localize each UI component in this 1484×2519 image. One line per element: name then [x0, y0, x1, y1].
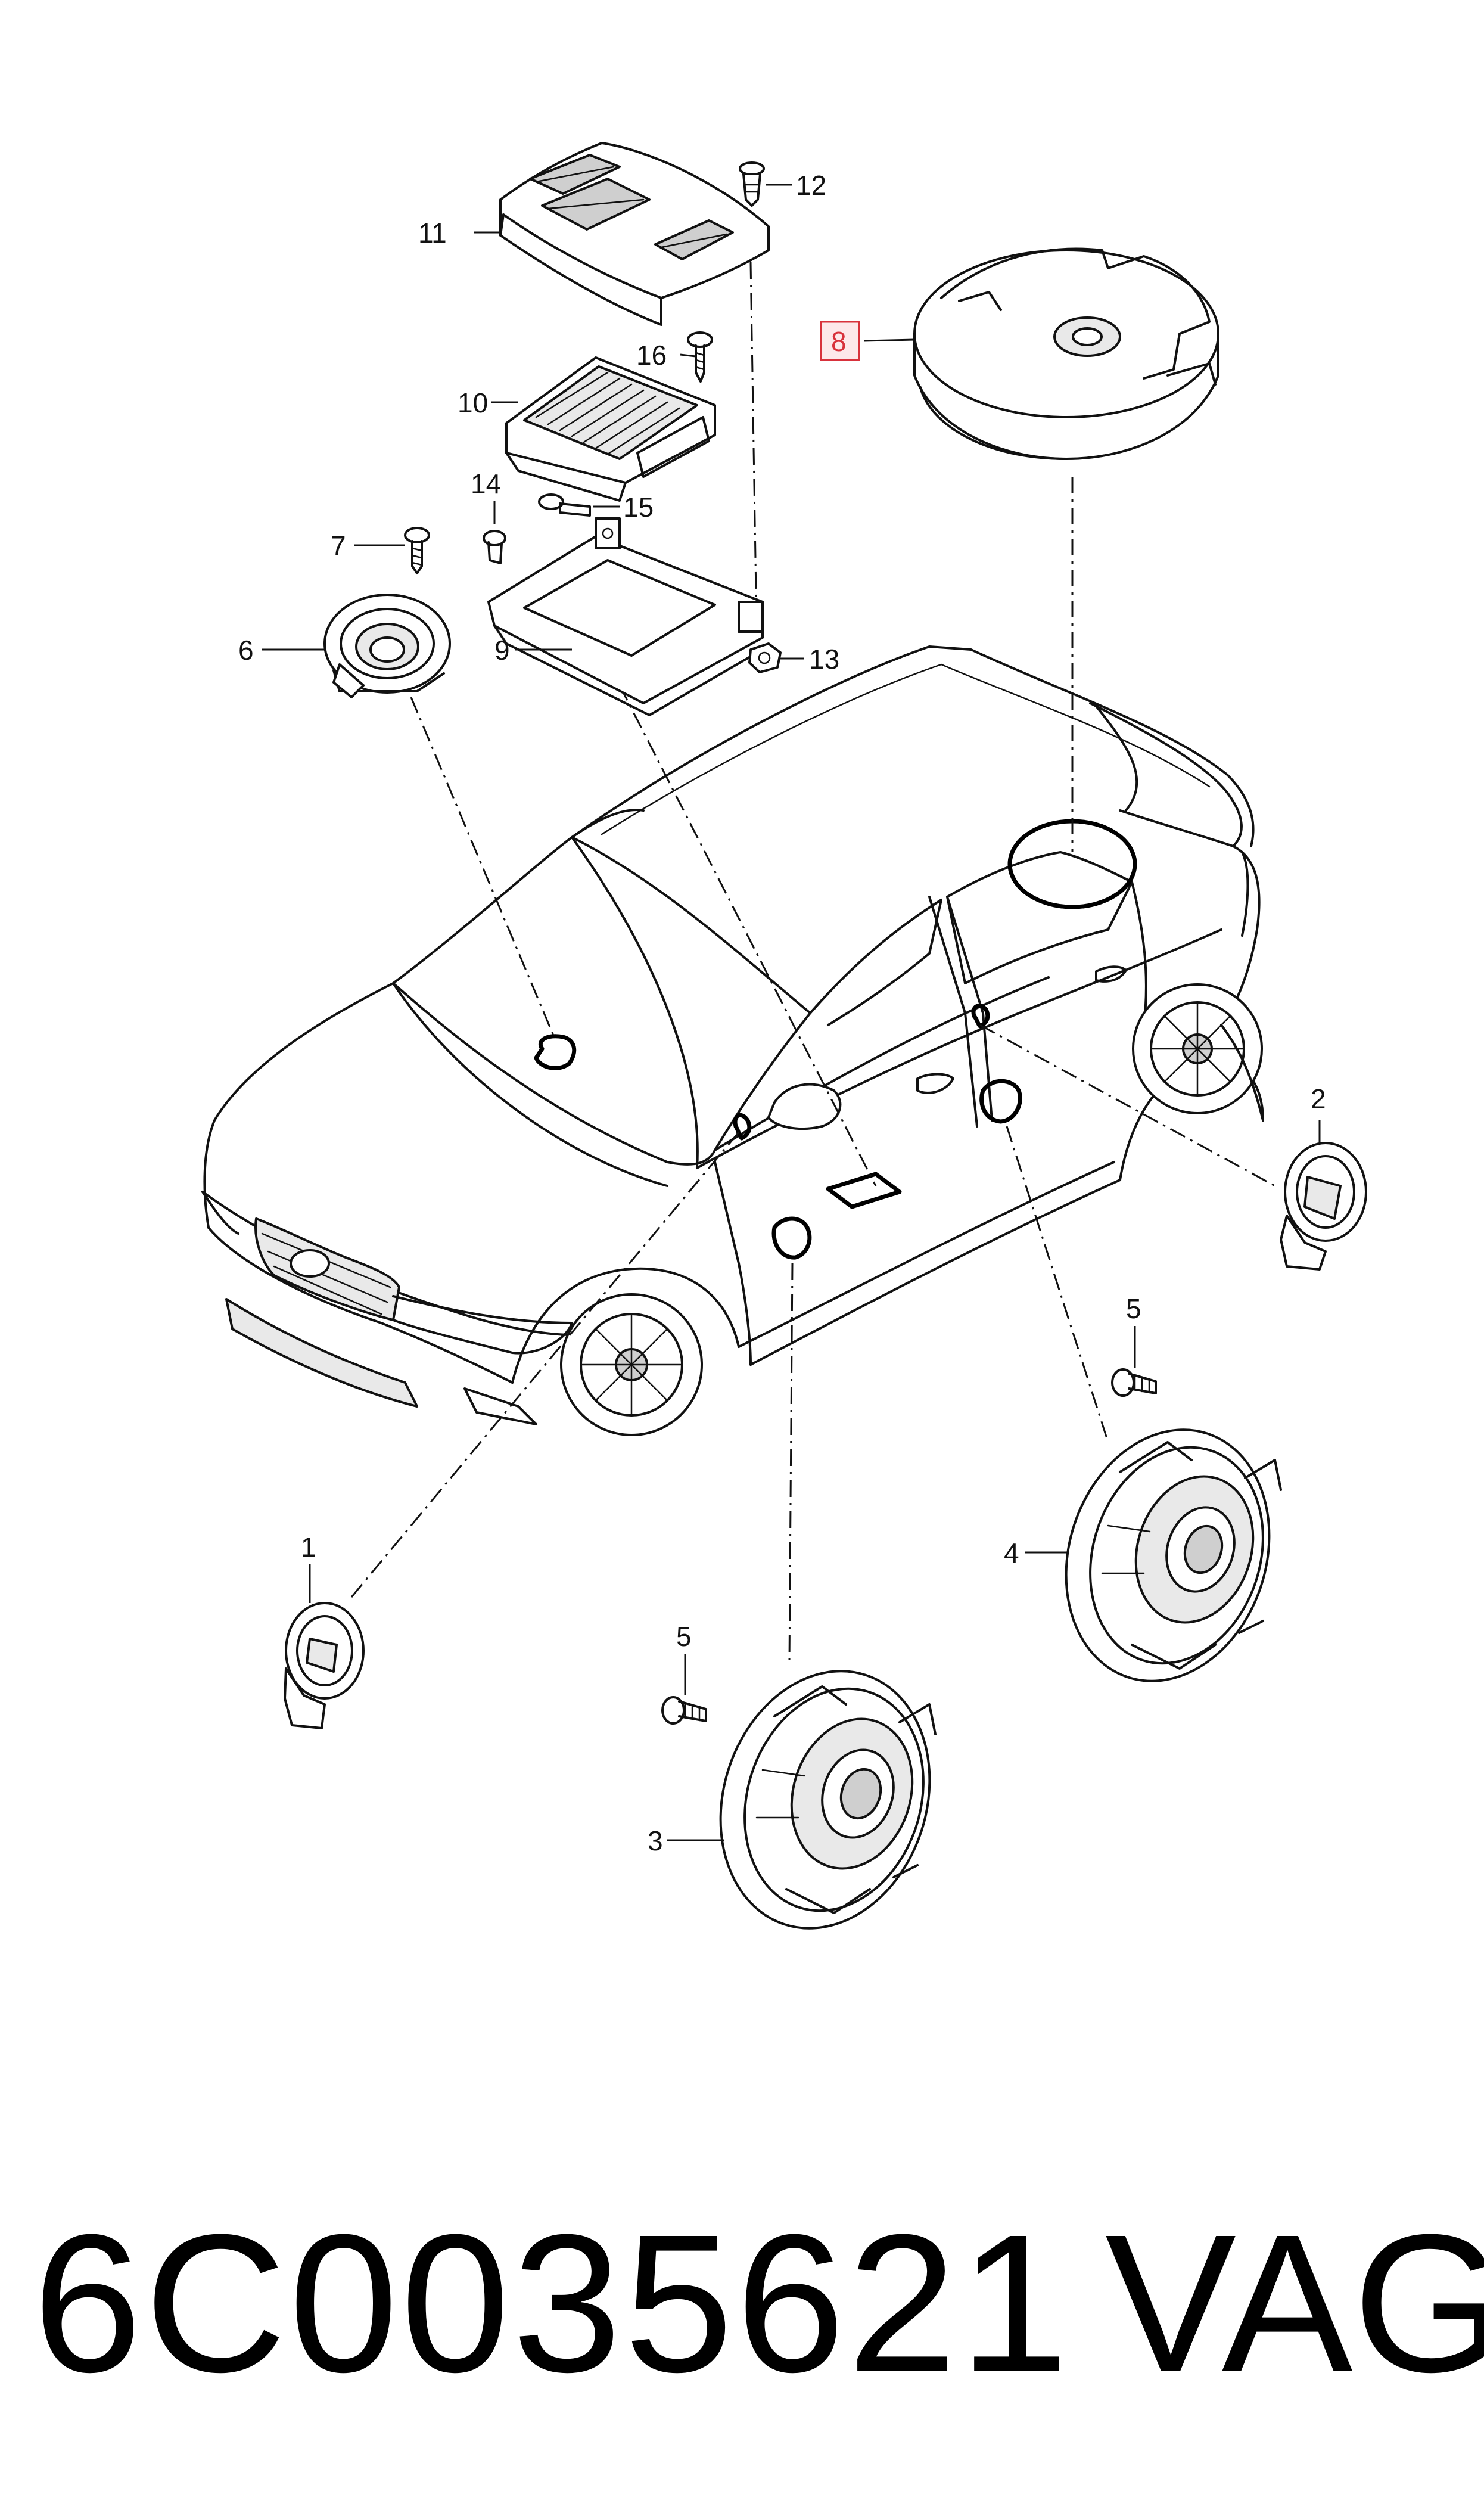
amplifier-bracket: [487, 517, 764, 716]
leader-lines: [262, 184, 1321, 1841]
rear-door-speaker-marker: [979, 1079, 1022, 1124]
screw-15: [538, 493, 591, 517]
nut-13: [748, 642, 782, 673]
callout-2: 2: [1311, 1083, 1326, 1114]
screw-7: [404, 527, 430, 574]
tweeter-1: [284, 1602, 365, 1729]
screw-5-upper: [1111, 1368, 1157, 1397]
rear-tweeter-marker: [971, 1004, 990, 1029]
nut-14: [483, 530, 506, 564]
amplifier-cover: [499, 142, 770, 326]
install-markers: [534, 819, 1137, 1260]
callout-14: 14: [471, 468, 501, 499]
door-speaker-3: [719, 1670, 937, 1930]
callout-6: 6: [238, 635, 254, 666]
front-door-speaker-marker: [771, 1216, 812, 1260]
callout-16: 16: [636, 340, 667, 371]
connector-lines: [350, 262, 1275, 1663]
callout-9: 9: [494, 635, 510, 666]
callout-8: 8: [831, 326, 847, 357]
callout-1: 1: [301, 1532, 316, 1563]
brand-label: VAG: [1105, 2193, 1484, 2413]
callout-12: 12: [796, 170, 826, 201]
tweeter-2: [1280, 1142, 1367, 1271]
door-speaker-4: [1065, 1428, 1282, 1682]
dash-speaker-6: [323, 594, 451, 698]
callout-7: 7: [331, 530, 346, 561]
dash-speaker-marker: [534, 1034, 577, 1070]
callout-8-highlight-box: [820, 321, 860, 361]
callout-5-lower: 5: [676, 1621, 692, 1652]
amplifier: [505, 356, 716, 502]
callout-10: 10: [458, 387, 488, 418]
subwoofer: [913, 247, 1219, 460]
callout-11: 11: [418, 218, 447, 249]
amplifier-location-marker: [826, 1172, 902, 1209]
callout-13: 13: [809, 644, 839, 675]
callout-5-upper: 5: [1126, 1293, 1141, 1324]
screw-5-lower: [661, 1696, 707, 1725]
clip-12: [739, 161, 765, 207]
part-number: 6C0035621: [33, 2193, 1071, 2413]
car-body: [201, 645, 1264, 1436]
callout-15: 15: [623, 492, 654, 523]
callout-4: 4: [1004, 1538, 1019, 1568]
callout-labels: 11 12 16 10 14 15 7 6 9 13 8 2 1 5 4 5 3: [238, 170, 1326, 1856]
screw-16: [687, 331, 713, 383]
callout-3: 3: [648, 1825, 663, 1856]
